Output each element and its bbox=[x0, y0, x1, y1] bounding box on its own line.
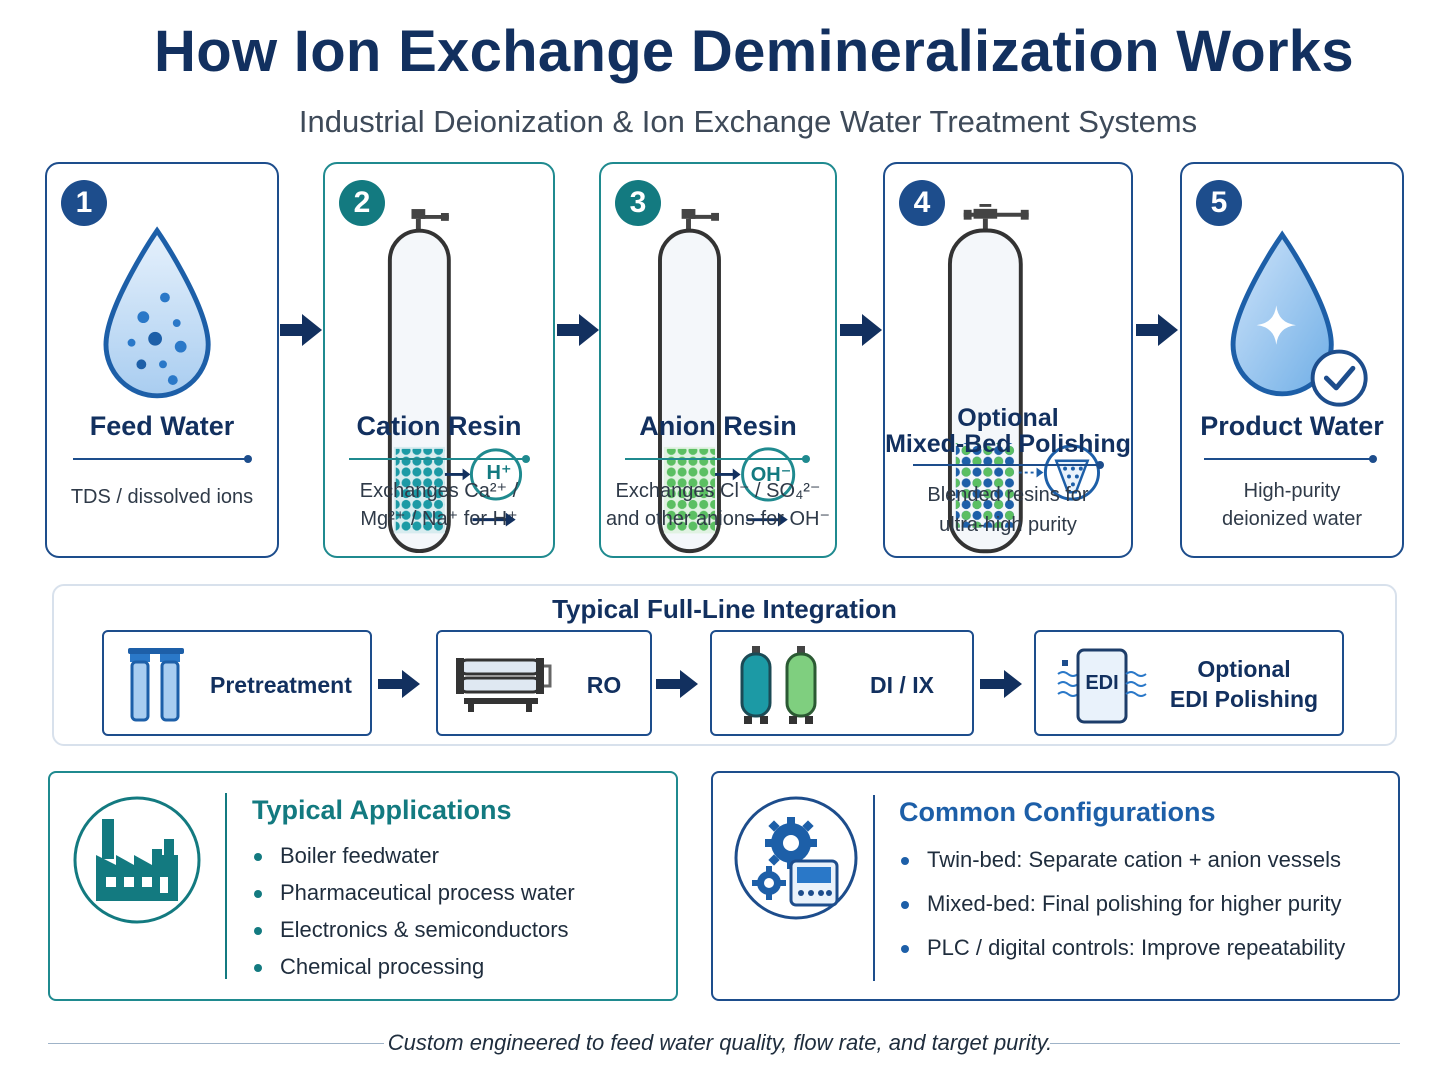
anion-vessel-icon bbox=[658, 208, 796, 554]
step-card-product-water: 5 Product Water High-purity deionized wa… bbox=[1180, 162, 1404, 558]
flow-arrow-icon bbox=[656, 670, 698, 698]
panel-divider bbox=[873, 795, 875, 981]
step-description-line-2: deionized water bbox=[1221, 508, 1363, 530]
page-subtitle: Industrial Deionization & Ion Exchange W… bbox=[298, 104, 1198, 139]
water-drop-icon bbox=[103, 226, 211, 399]
mixed-bed-vessel-icon bbox=[947, 204, 1101, 554]
edi-module-icon bbox=[1057, 648, 1147, 724]
cation-vessel-icon bbox=[387, 209, 523, 554]
page-title: How Ion Exchange Demineralization Works bbox=[154, 19, 1354, 84]
step-divider bbox=[349, 455, 530, 463]
integration-stage-di-ix: DI / IX bbox=[710, 630, 974, 736]
footer-rule-right bbox=[1050, 1043, 1400, 1044]
step-divider bbox=[1204, 455, 1377, 463]
ix-vessels-icon bbox=[740, 646, 817, 724]
factory-icon bbox=[73, 796, 201, 924]
list-item: Boiler feedwater bbox=[252, 843, 575, 869]
step-title-line-2: Mixed-Bed Polishing bbox=[885, 430, 1131, 458]
step-description-line-2: Mg²⁺ / Na⁺ for H⁺ bbox=[360, 508, 518, 530]
footer-note: Custom engineered to feed water quality,… bbox=[387, 1030, 1053, 1055]
applications-title: Typical Applications bbox=[252, 795, 512, 825]
footer-rule-left bbox=[48, 1043, 384, 1044]
step-title: Product Water bbox=[1200, 411, 1384, 441]
list-item: Mixed-bed: Final polishing for higher pu… bbox=[899, 891, 1345, 917]
step-description-line-2: and other anions for OH⁻ bbox=[605, 508, 830, 530]
stage-label-line-2: EDI Polishing bbox=[1169, 686, 1319, 712]
flow-arrow-icon bbox=[378, 670, 420, 698]
integration-stage-ro: RO bbox=[436, 630, 652, 736]
integration-title: Typical Full-Line Integration bbox=[552, 594, 897, 624]
stage-label: Pretreatment bbox=[210, 672, 352, 698]
step-number-badge: 5 bbox=[1196, 180, 1242, 226]
applications-list: Boiler feedwater Pharmaceutical process … bbox=[252, 843, 575, 980]
flow-arrow-icon bbox=[980, 670, 1022, 698]
step-description: TDS / dissolved ions bbox=[70, 486, 254, 508]
panel-divider bbox=[225, 793, 227, 979]
step-title: Anion Resin bbox=[639, 411, 797, 441]
flow-arrow-icon bbox=[557, 314, 599, 346]
edi-icon-label: EDI bbox=[1085, 672, 1119, 694]
stage-label-line-1: Optional bbox=[1197, 656, 1291, 682]
step-description-line-2: ultra-high purity bbox=[939, 514, 1077, 536]
step-title: Feed Water bbox=[89, 411, 235, 441]
ro-membrane-icon bbox=[456, 658, 552, 712]
list-item: Chemical processing bbox=[252, 954, 575, 980]
configurations-list: Twin-bed: Separate cation + anion vessel… bbox=[899, 847, 1345, 961]
step-card-feed-water: 1 Feed Water TDS / dissolved ions bbox=[45, 162, 279, 558]
pure-water-drop-icon bbox=[1230, 230, 1368, 407]
step-card-cation-resin: 2 H⁺ Cation Resin Exchanges Ca²⁺ / Mg²⁺ … bbox=[323, 162, 555, 558]
gears-controller-icon bbox=[734, 796, 858, 920]
step-description-line-1: Blended resins for bbox=[927, 484, 1089, 506]
configurations-panel: Common Configurations Twin-bed: Separate… bbox=[711, 771, 1400, 1001]
step-description-line-1: Exchanges Cl⁻ / SO₄²⁻ bbox=[615, 480, 821, 502]
step-number-badge: 2 bbox=[339, 180, 385, 226]
step-divider bbox=[625, 455, 810, 463]
flow-arrow-icon bbox=[1136, 314, 1178, 346]
hydrogen-ion-label: H⁺ bbox=[486, 462, 512, 484]
configurations-title: Common Configurations bbox=[899, 797, 1216, 827]
integration-stage-pretreatment: Pretreatment bbox=[102, 630, 372, 736]
integration-stage-edi: EDI Optional EDI Polishing bbox=[1034, 630, 1344, 736]
step-card-mixed-bed: 4 Optional Mixed-Bed Polishing Blended r… bbox=[883, 162, 1133, 558]
flow-arrow-icon bbox=[840, 314, 882, 346]
list-item: PLC / digital controls: Improve repeatab… bbox=[899, 935, 1345, 961]
cartridge-filters-icon bbox=[128, 648, 184, 722]
stage-label: DI / IX bbox=[870, 672, 934, 698]
flow-arrow-icon bbox=[280, 314, 322, 346]
list-item: Pharmaceutical process water bbox=[252, 880, 575, 906]
step-title: Cation Resin bbox=[356, 411, 522, 441]
stage-label: RO bbox=[586, 672, 622, 698]
list-item: Twin-bed: Separate cation + anion vessel… bbox=[899, 847, 1345, 873]
step-description-line-1: Exchanges Ca²⁺ / bbox=[359, 480, 519, 502]
step-number-badge: 4 bbox=[899, 180, 945, 226]
step-number-badge: 3 bbox=[615, 180, 661, 226]
step-description-line-1: High-purity bbox=[1243, 480, 1341, 502]
hydroxide-ion-label: OH⁻ bbox=[750, 464, 792, 486]
step-divider bbox=[913, 461, 1104, 469]
step-number-badge: 1 bbox=[61, 180, 107, 226]
step-title-line-1: Optional bbox=[957, 404, 1059, 432]
applications-panel: Typical Applications Boiler feedwater Ph… bbox=[48, 771, 678, 1001]
step-divider bbox=[73, 455, 252, 463]
integration-section: Typical Full-Line Integration Pretreatme… bbox=[52, 584, 1397, 746]
step-card-anion-resin: 3 OH⁻ Anion Resin Exchanges Cl⁻ / SO₄²⁻ … bbox=[599, 162, 837, 558]
list-item: Electronics & semiconductors bbox=[252, 917, 575, 943]
